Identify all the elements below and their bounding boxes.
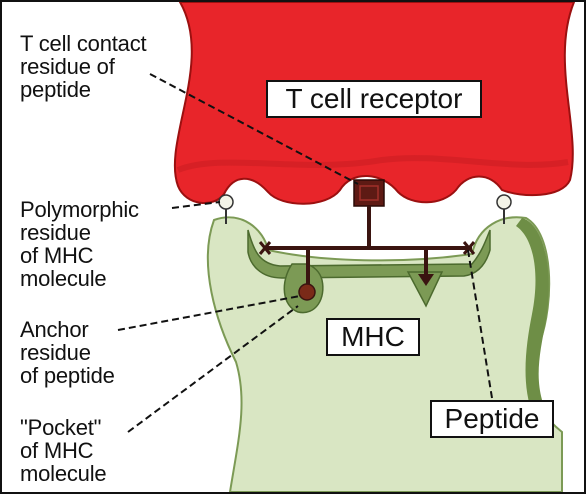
peptide-label: Peptide xyxy=(430,400,554,438)
pocket-label: "Pocket" of MHC molecule xyxy=(20,416,106,485)
t-cell-receptor-label: T cell receptor xyxy=(266,80,482,118)
anchor-residue-label: Anchor residue of peptide xyxy=(20,318,115,387)
t-cell-contact-residue-label: T cell contact residue of peptide xyxy=(20,32,146,101)
mhc-label: MHC xyxy=(326,318,420,356)
polymorphic-residue-label: Polymorphic residue of MHC molecule xyxy=(20,198,139,290)
polymorphic-residue-right xyxy=(497,195,511,209)
anchor-residue xyxy=(299,284,315,300)
t-cell-contact-residue xyxy=(354,180,384,206)
polymorphic-residue-left xyxy=(219,195,233,209)
